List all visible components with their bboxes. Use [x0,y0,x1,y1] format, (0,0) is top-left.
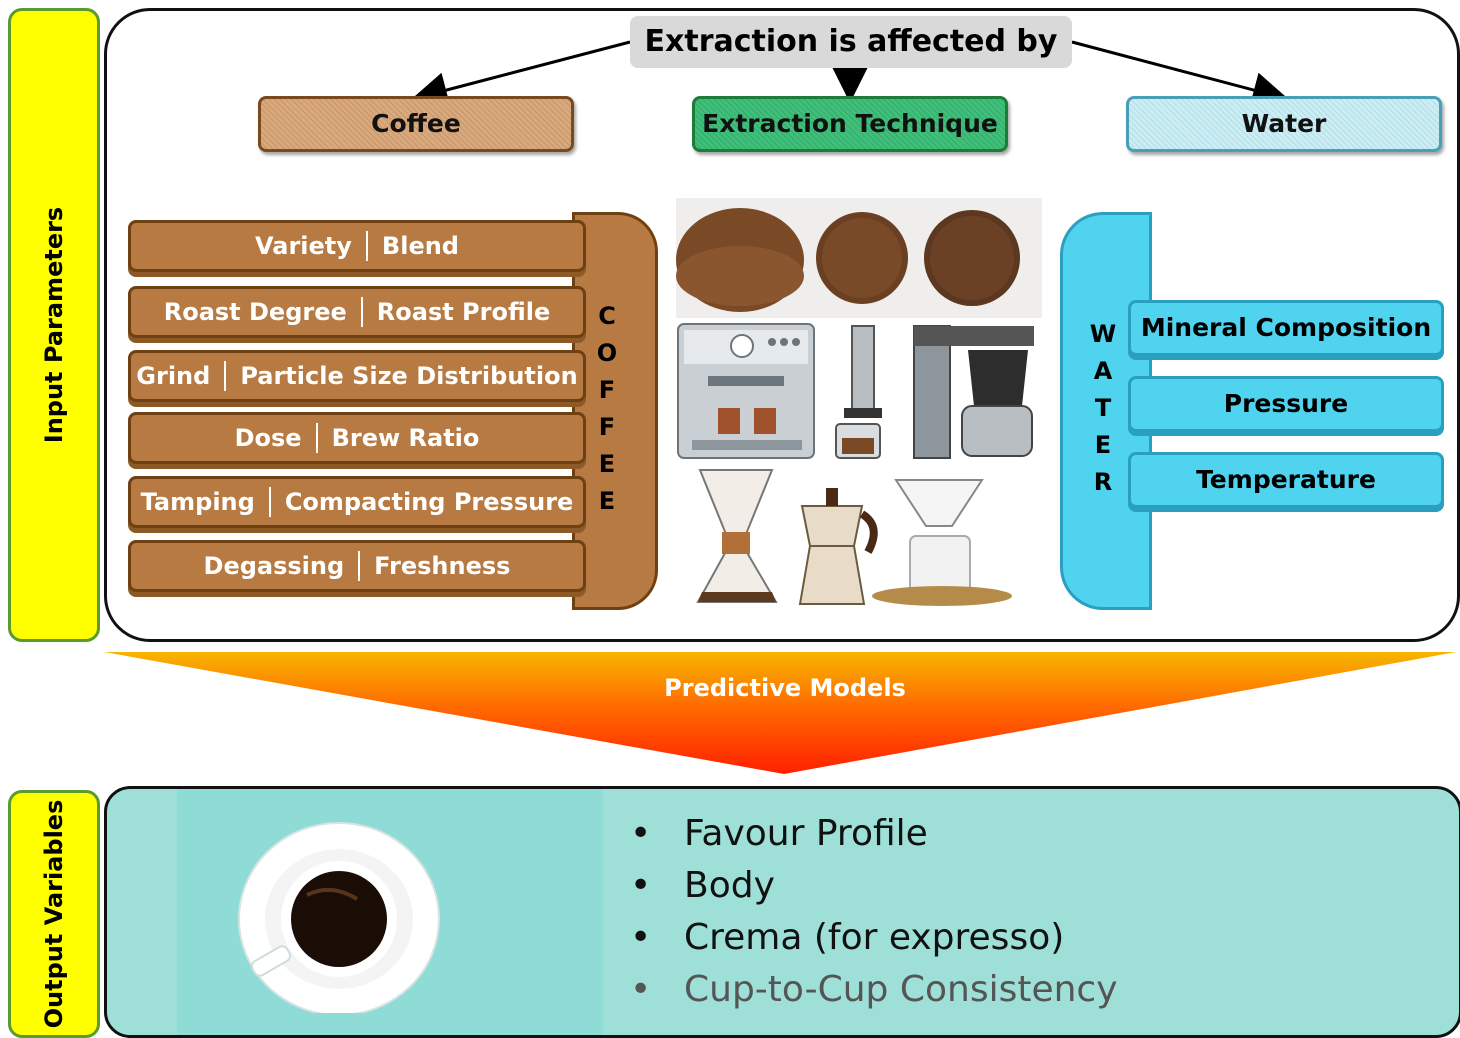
arrow-to-coffee [411,40,631,108]
coffee-vertical-o: O [596,339,618,367]
coffee-vertical-e1: E [598,450,616,478]
output-text: Crema (for expresso) [684,917,1065,958]
moka-pot-icon [798,488,878,605]
output-variables-list: • Favour Profile • Body • Crema (for expres… [620,808,1118,1016]
aeropress-icon [835,325,882,459]
param-right: Compacting Pressure [284,488,574,516]
output-item-body: • Body [620,860,1118,912]
param-left: Dose [234,424,302,452]
predictive-models-arrow [104,652,1456,774]
bullet: • [630,813,652,854]
extraction-title: Extraction is affected by ... [630,16,1072,111]
output-text: Favour Profile [684,813,928,854]
param-left: Roast Degree [163,298,347,326]
bullet: • [630,917,652,958]
category-water: Water [1126,96,1442,152]
param-right: Roast Profile [376,298,551,326]
category-extraction-technique: Extraction Technique [692,96,1008,152]
water-param-mineral-composition: Mineral Composition [1128,300,1444,356]
bullet: • [630,969,652,1010]
water-param-temperature: Temperature [1128,452,1444,508]
param-right: Freshness [374,552,511,580]
param-right: Brew Ratio [331,424,480,452]
arrow-to-water [1071,40,1289,108]
param-left: Grind [136,362,211,390]
coffee-param-variety: Variety Blend [128,220,586,272]
title-arrows [411,40,1289,108]
coffee-param-degassing: Degassing Freshness [128,540,586,592]
predictive-models-label: Predictive Models [664,674,906,702]
output-text: Body [684,865,775,906]
param-left: Tamping [140,488,255,516]
param-left: Degassing [203,552,345,580]
chemex-icon [696,469,778,603]
water-vertical-t: T [1094,394,1112,422]
output-frame [104,786,1460,1038]
coffee-vertical-f2: F [598,413,616,441]
param-right: Blend [381,232,459,260]
water-vertical-e: E [1094,431,1112,459]
bullet: • [630,865,652,906]
water-vertical-r: R [1093,468,1113,496]
param-left: Variety [255,232,352,260]
input-parameters-label: Input Parameters [8,8,100,642]
water-param-pressure: Pressure [1128,376,1444,432]
category-coffee: Coffee [258,96,574,152]
output-item-consistency: • Cup-to-Cup Consistency [620,964,1118,1016]
extraction-technique-illustration [676,198,1042,606]
pour-over-icon [872,479,1012,606]
water-vertical-a: A [1093,357,1113,385]
coffee-param-roast: Roast Degree Roast Profile [128,286,586,338]
coffee-param-dose: Dose Brew Ratio [128,412,586,464]
coffee-param-tamping: Tamping Compacting Pressure [128,476,586,528]
output-item-favour-profile: • Favour Profile [620,808,1118,860]
coffee-cup-icon [238,822,440,1013]
water-vertical-w: W [1089,320,1117,348]
param-right: Particle Size Distribution [240,362,578,390]
coffee-bracket [572,212,658,610]
espresso-machine-icon [677,323,815,459]
drip-coffee-machine-icon [913,325,1034,459]
output-variables-label: Output Variables [8,790,100,1038]
output-text: Cup-to-Cup Consistency [684,969,1118,1010]
input-parameters-text: Input Parameters [40,206,68,444]
output-variables-text: Output Variables [40,799,68,1029]
coffee-vertical-f1: F [598,376,616,404]
coffee-vertical-c: C [598,302,616,330]
coffee-param-grind: Grind Particle Size Distribution [128,350,586,402]
output-item-crema: • Crema (for expresso) [620,912,1118,964]
coffee-vertical-e2: E [598,487,616,515]
